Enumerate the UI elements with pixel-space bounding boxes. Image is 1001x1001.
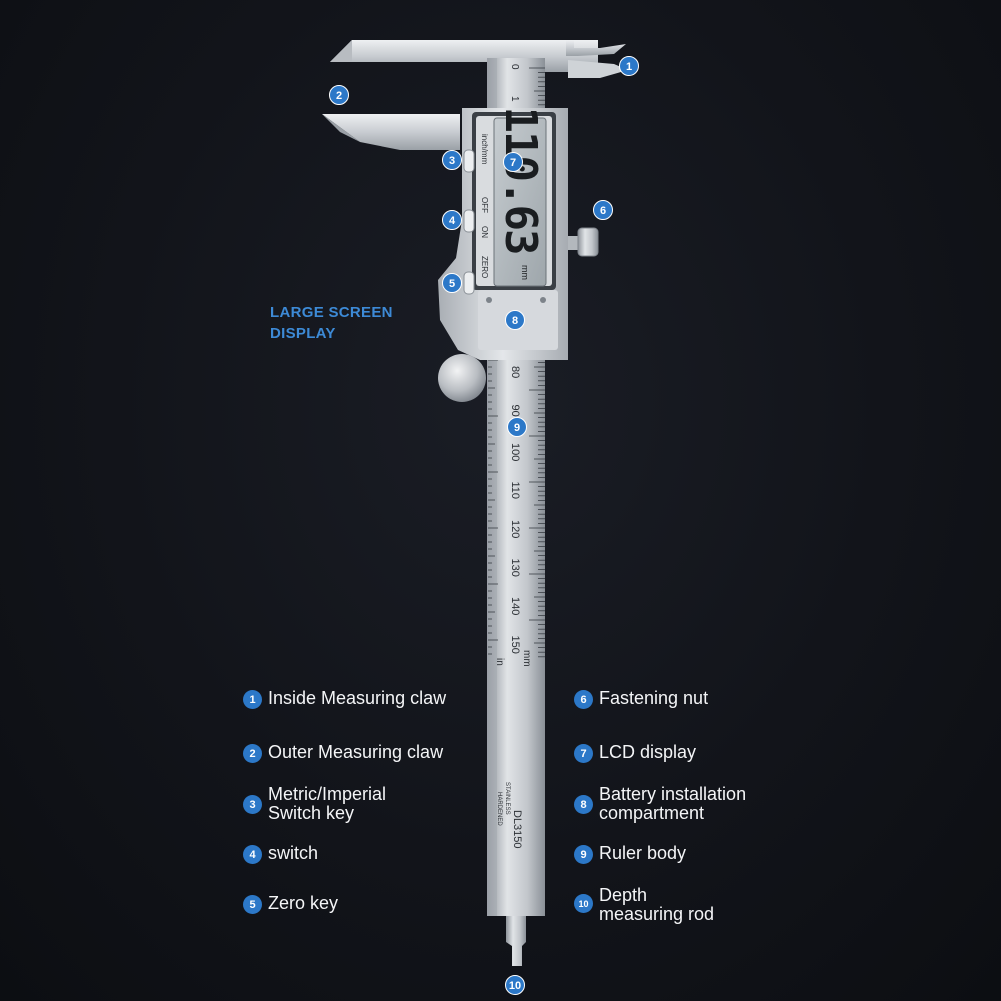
legend-item-9: 9 Ruler body [574,844,686,864]
callout-badge-5 [442,273,462,293]
caption-line-1: LARGE SCREEN [270,304,393,321]
material-line-2: HARDENED [496,792,502,826]
outer-measuring-claw [322,114,460,150]
label-inch-mm: inch/mm [480,134,489,165]
legend-number: 4 [243,845,262,864]
label-off: OFF [480,197,489,213]
zero-button[interactable] [463,271,475,295]
on-off-button[interactable] [463,209,475,233]
callout-number: 3 [449,155,455,167]
legend-number: 9 [574,845,593,864]
callout-badge-4 [442,210,462,230]
callout-badge-1 [619,56,639,76]
ruler-scale-number: 90 [509,405,521,417]
legend-number: 10 [574,894,593,913]
legend-item-6: 6 Fastening nut [574,689,708,709]
legend-item-8: 8 Battery installation compartment [574,785,746,823]
callout-badge-7 [503,152,523,172]
model-number: DL3150 [511,810,523,849]
legend-item-2: 2 Outer Measuring claw [243,743,443,763]
legend-label: Battery installation compartment [599,784,747,823]
ruler-scale-number: 80 [509,366,521,378]
ruler-scale-number: 130 [509,559,521,577]
ruler-scale-number: 120 [509,520,521,538]
ruler-scale-number: 100 [509,443,521,461]
ruler-top-digit-1: 1 [509,96,520,102]
metric-imperial-button[interactable] [463,149,475,173]
callout-number: 2 [336,90,342,102]
lcd-reading: 110.63 [495,107,546,254]
callout-number: 5 [449,278,455,290]
legend-item-4: 4 switch [243,844,318,864]
legend-label: Ruler body [599,843,687,863]
legend-label: Zero key [268,893,339,913]
callout-number: 4 [449,215,456,227]
ruler-unit-mm: mm [521,650,532,667]
fastening-nut[interactable] [568,227,599,257]
callout-number: 9 [514,422,520,434]
legend-item-5: 5 Zero key [243,894,338,914]
thumb-wheel[interactable] [438,354,486,402]
legend-label: Metric/Imperial Switch key [268,784,387,823]
callout-badge-9 [507,417,527,437]
inside-measuring-claw [330,40,628,78]
legend-label: Outer Measuring claw [268,742,444,762]
callout-number: 1 [626,61,632,73]
depth-measuring-rod [506,916,526,966]
legend-number: 1 [243,690,262,709]
ruler-scale-number: 150 [509,636,521,654]
callout-number: 6 [600,205,606,217]
callout-badge-8 [505,310,525,330]
legend-label: Inside Measuring claw [268,688,447,708]
ruler-top-digit-0: 0 [509,64,520,70]
material-line-1: STAINLESS [504,782,510,815]
legend-item-7: 7 LCD display [574,743,696,763]
callout-badge-3 [442,150,462,170]
callout-number: 8 [512,315,518,327]
legend-label: Depth measuring rod [599,885,715,924]
legend-item-10: 10 Depth measuring rod [574,886,714,924]
label-zero: ZERO [480,256,489,278]
callout-badge-10 [505,975,525,995]
legend-number: 7 [574,744,593,763]
legend-number: 6 [574,690,593,709]
large-screen-caption: LARGE SCREEN DISPLAY [270,302,393,344]
ruler-scale-number: 140 [509,597,521,615]
legend-number: 2 [243,744,262,763]
legend-item-1: 1 Inside Measuring claw [243,689,446,709]
callout-badge-6 [593,200,613,220]
legend-label: Fastening nut [599,688,709,708]
label-on: ON [480,226,489,238]
legend-item-3: 3 Metric/Imperial Switch key [243,785,386,823]
legend-number: 3 [243,795,262,814]
legend-label: switch [268,843,319,863]
ruler-unit-in: in [494,658,505,666]
lcd-unit: mm [520,265,530,280]
legend-label: LCD display [599,742,697,762]
callout-number: 10 [509,980,521,992]
legend-number: 8 [574,795,593,814]
lcd-display: 110.63 mm inch/mm OFF ON ZERO [480,107,547,287]
ruler-scale-number: 110 [509,482,521,500]
caption-line-2: DISPLAY [270,325,336,342]
callout-badge-2 [329,85,349,105]
callout-number: 7 [510,157,516,169]
ruler-scale-numbers: 80 90 100 110 120 130 140 150 [509,366,521,654]
legend-number: 5 [243,895,262,914]
